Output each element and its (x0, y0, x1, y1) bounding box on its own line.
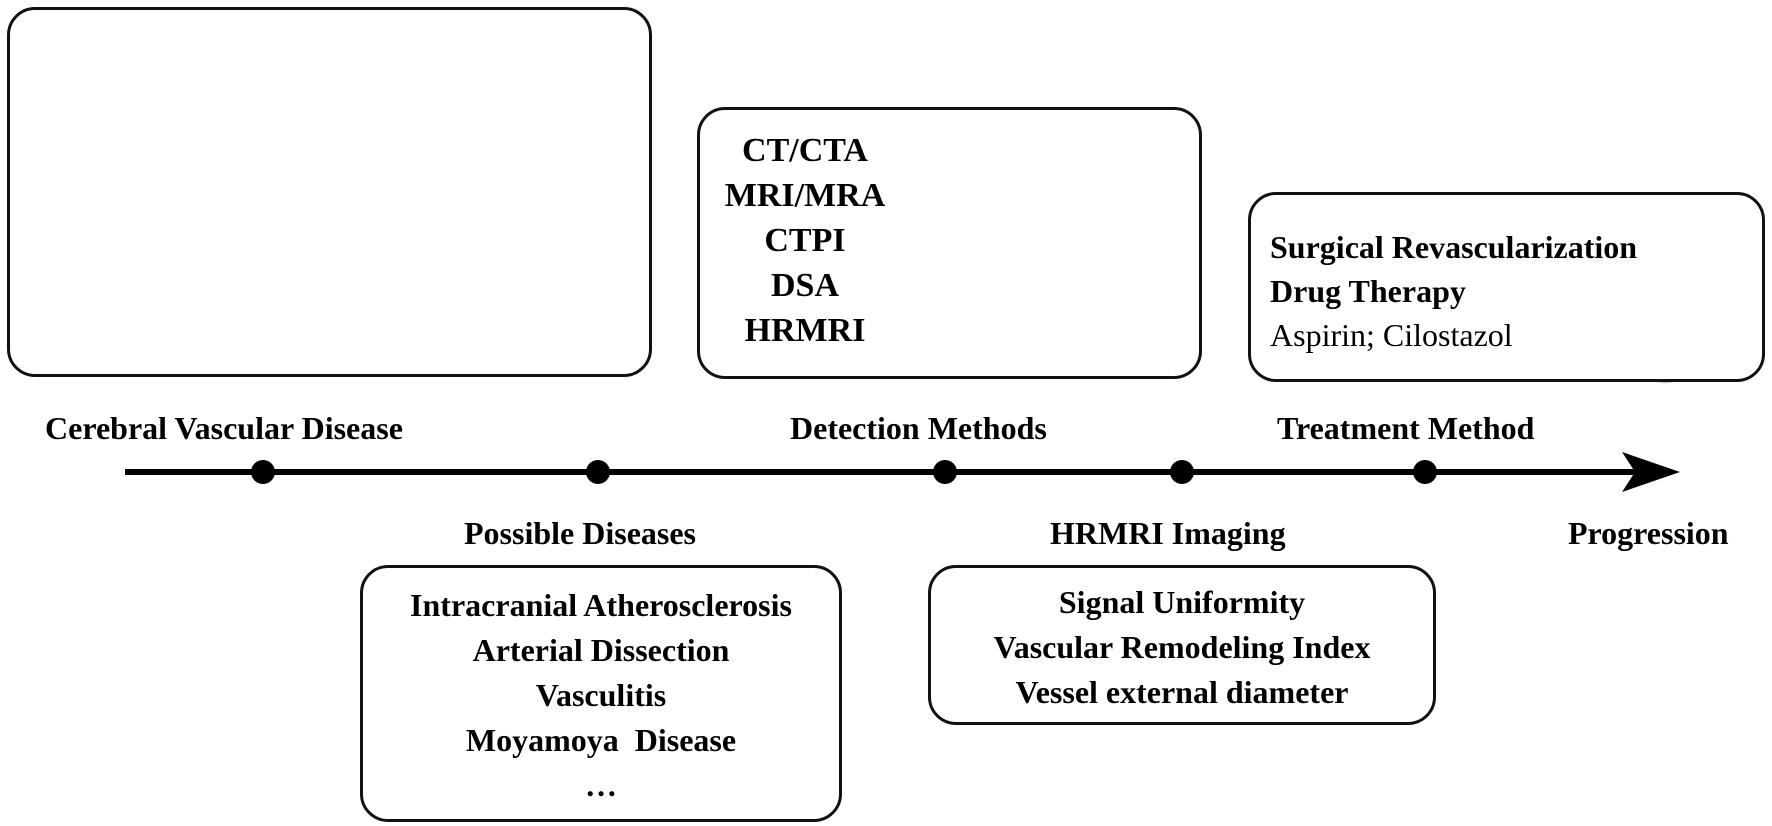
disease-item: … (585, 767, 617, 803)
timeline-node-5 (1413, 460, 1437, 484)
disease-item: Arterial Dissection (472, 632, 730, 668)
stage-possible-label: Possible Diseases (464, 515, 696, 551)
stage-treatment-label: Treatment Method (1277, 410, 1535, 446)
stage-progression-label: Progression (1568, 515, 1729, 551)
timeline-arrow (125, 452, 1680, 492)
hrmri-feature-item: Vessel external diameter (1015, 674, 1349, 710)
hrmri-feature-item: Vascular Remodeling Index (993, 629, 1371, 665)
treatment-surgical: Surgical Revascularization (1270, 229, 1638, 265)
possible-diseases-box (360, 565, 842, 822)
timeline-node-3 (933, 460, 957, 484)
detection-methods-list: CT/CTA MRI/MRA CTPI DSA HRMRI (710, 128, 900, 353)
treatment-drugs-list: Aspirin; Cilostazol (1270, 317, 1513, 353)
disease-item: Intracranial Atherosclerosis (410, 587, 792, 623)
disease-item: Moyamoya Disease (465, 722, 737, 758)
timeline-node-1 (251, 460, 275, 484)
detection-method-item: CTPI (764, 222, 846, 259)
detection-method-item: DSA (770, 267, 840, 304)
hrmri-features-list: Signal Uniformity Vascular Remodeling In… (930, 580, 1434, 715)
treatment-text: Surgical Revascularization Drug Therapy … (1270, 225, 1637, 357)
detection-box (697, 107, 1202, 379)
stage-cerebral-label: Cerebral Vascular Disease (45, 410, 403, 446)
detection-method-item: HRMRI (744, 312, 866, 349)
timeline-node-2 (586, 460, 610, 484)
treatment-drug: Drug Therapy (1270, 273, 1466, 309)
cerebral-box (7, 7, 652, 377)
detection-method-item: CT/CTA (742, 132, 868, 169)
stage-hrmri-label: HRMRI Imaging (1050, 515, 1286, 551)
detection-method-item: MRI/MRA (724, 177, 886, 214)
treatment-box (1248, 192, 1765, 382)
disease-item: Vasculitis (535, 677, 667, 713)
hrmri-feature-item: Signal Uniformity (1058, 584, 1306, 620)
hrmri-box (928, 565, 1436, 725)
possible-diseases-list: Intracranial Atherosclerosis Arterial Di… (362, 583, 840, 808)
stage-detection-label: Detection Methods (790, 410, 1047, 446)
timeline-node-4 (1170, 460, 1194, 484)
